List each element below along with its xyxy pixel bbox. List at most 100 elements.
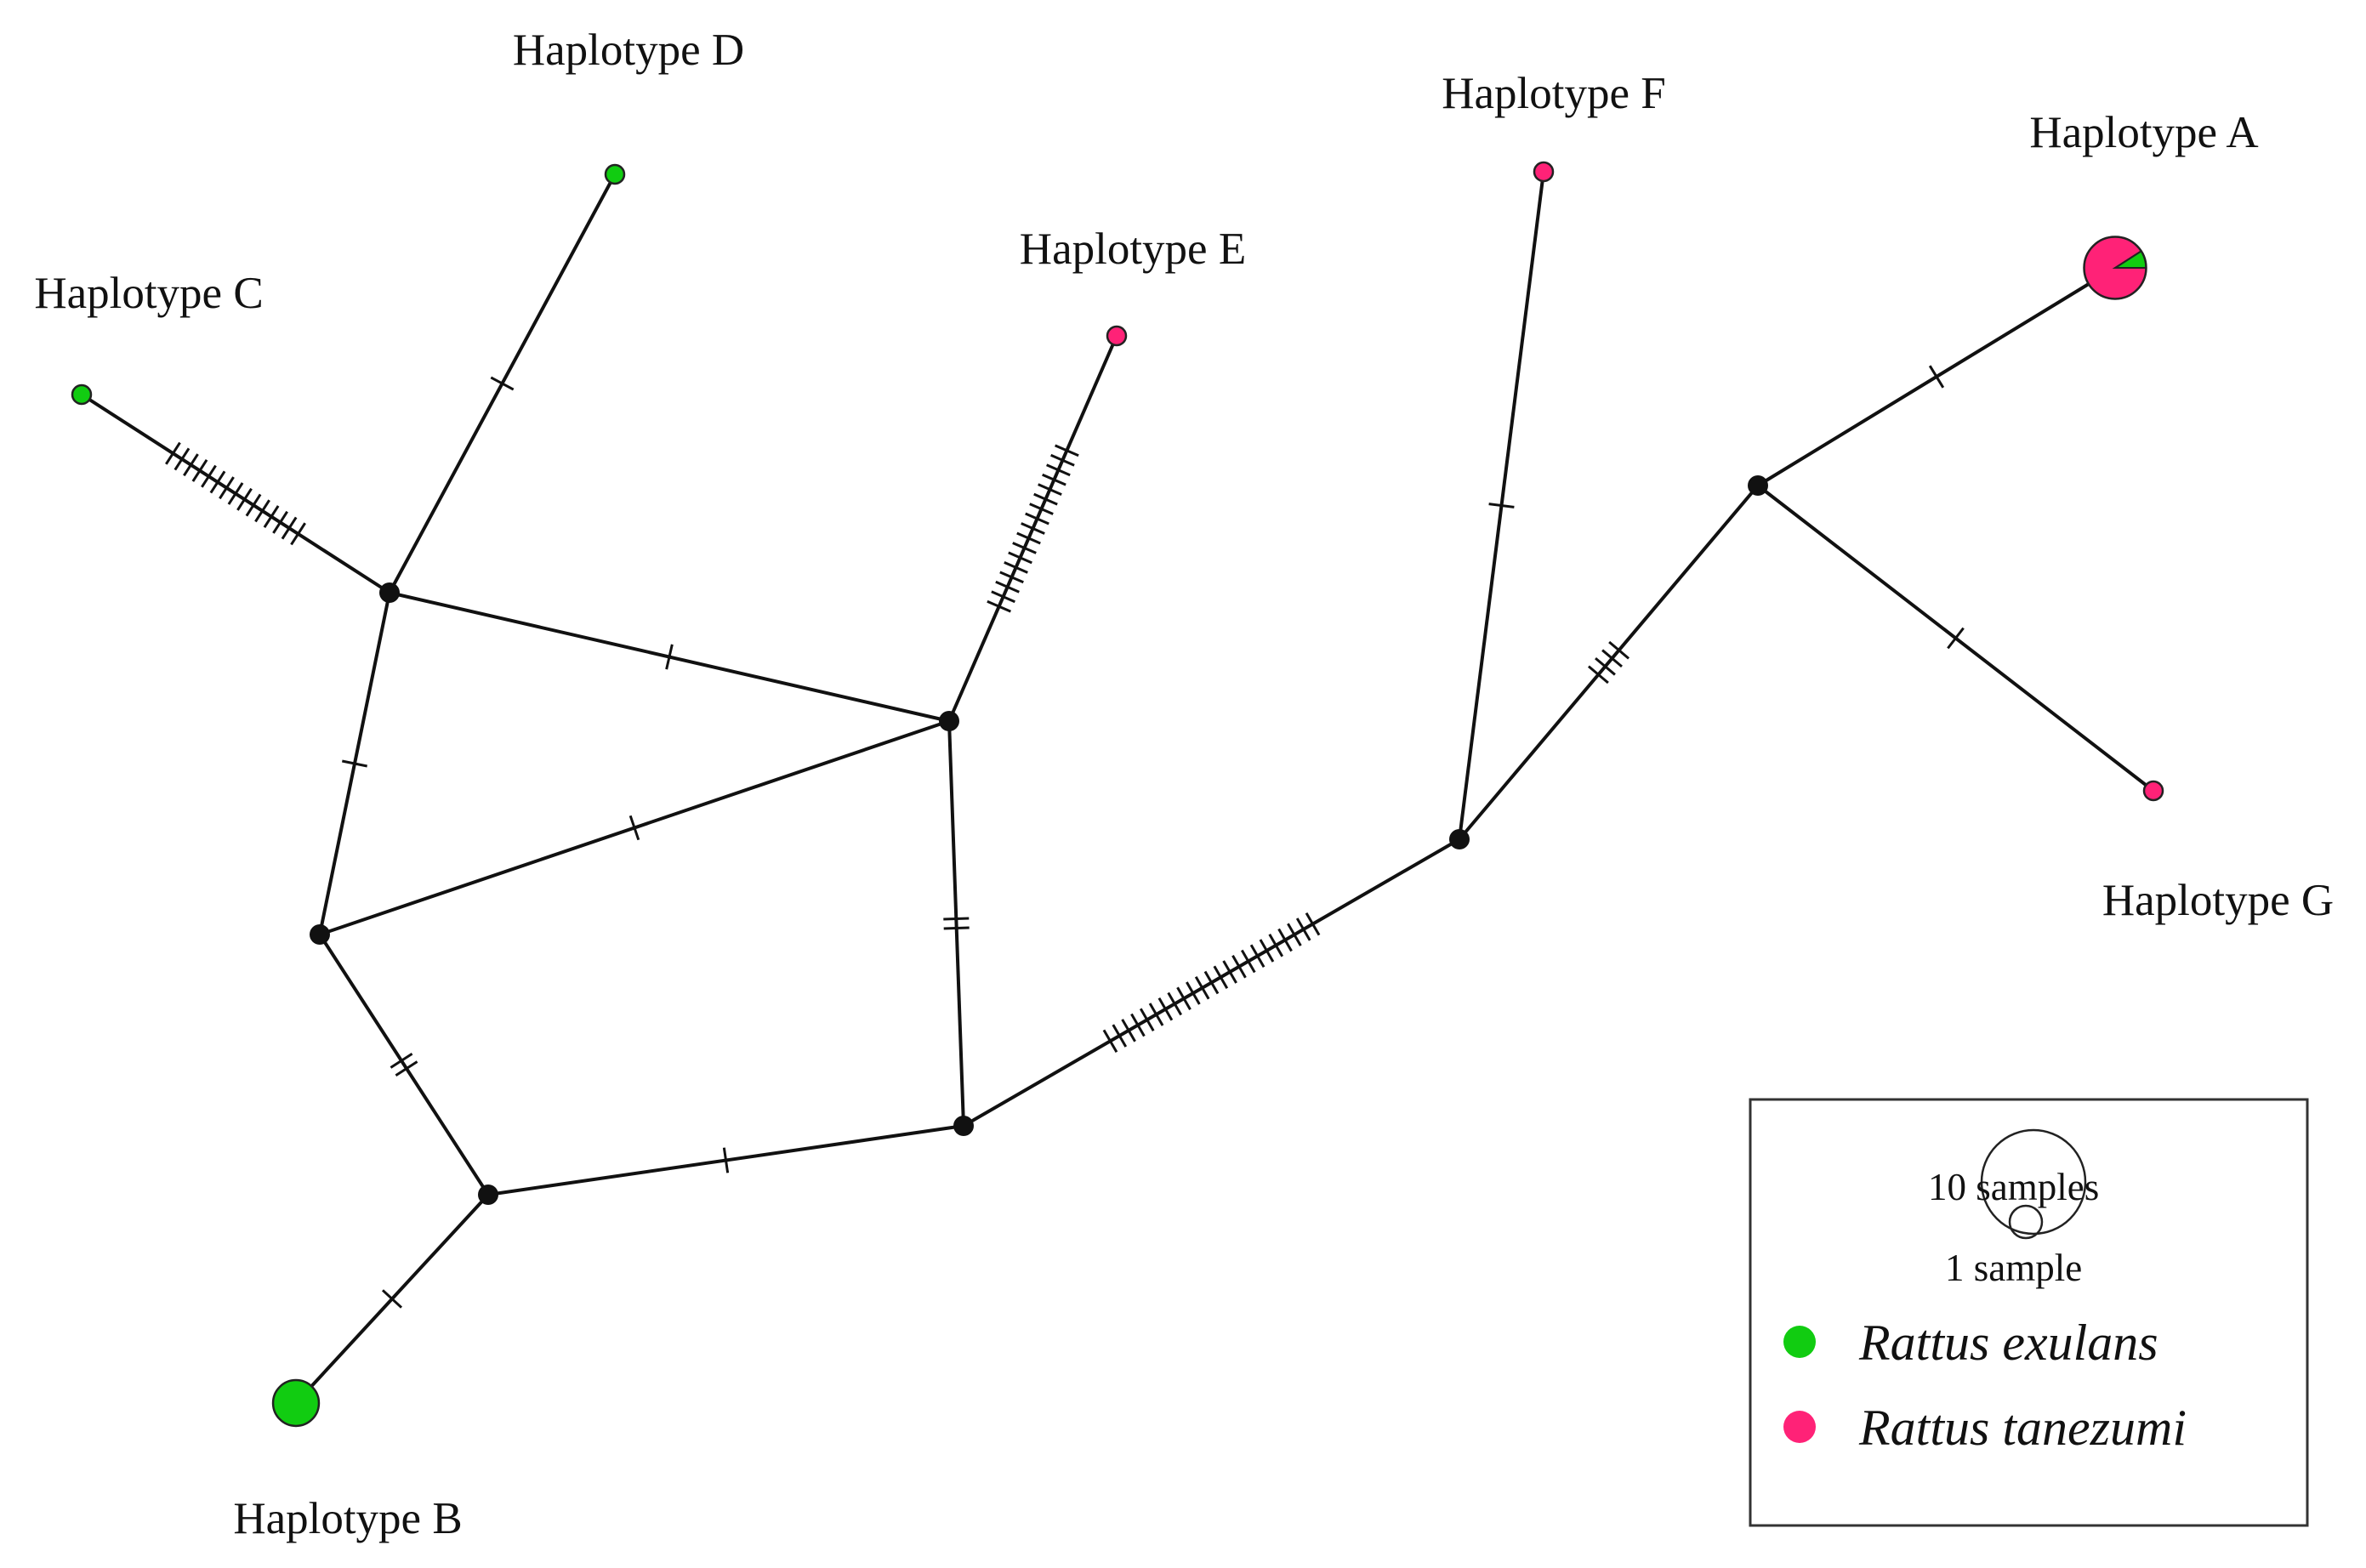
mutation-tick	[381, 1289, 403, 1309]
mutation-tick	[1194, 976, 1210, 1000]
mutation-tick	[1268, 933, 1284, 957]
edge-m3-m4	[318, 933, 490, 1196]
legend-size-large-label: 10 samples	[1928, 1166, 2099, 1208]
mutation-tick	[722, 1147, 730, 1173]
legend-size-small-circle	[2008, 1204, 2044, 1240]
legend-box	[1749, 1098, 2309, 1527]
mutation-tick	[987, 599, 1011, 613]
legend-tanezumi-swatch	[1783, 1411, 1816, 1443]
edge-m6-m7	[1458, 484, 1760, 841]
pie-outline	[2083, 236, 2147, 300]
median-vector-node	[939, 711, 959, 731]
mutation-tick	[245, 493, 262, 517]
mutation-tick	[943, 917, 970, 921]
mutation-tick	[1139, 1008, 1155, 1032]
mutation-tick	[254, 499, 270, 523]
edge-m2-m5	[947, 720, 965, 1127]
mutation-tick	[165, 441, 181, 465]
mutation-tick	[1240, 949, 1256, 974]
mutation-tick	[1112, 1024, 1128, 1048]
mutation-tick	[999, 571, 1024, 584]
legend-size-small-label: 1 sample	[1945, 1247, 2082, 1289]
mutation-tick	[1587, 665, 1609, 685]
mutation-tick	[1148, 1003, 1164, 1026]
mutation-tick	[1608, 640, 1630, 660]
haplotype-f-node	[1533, 161, 1555, 183]
mutation-tick	[1947, 627, 1965, 650]
mutation-tick	[1038, 483, 1062, 497]
haplotype-b-node	[271, 1378, 321, 1428]
haplotype-e-node	[1106, 325, 1128, 347]
mutation-tick	[628, 815, 640, 841]
mutation-tick	[1213, 965, 1229, 989]
haplotype-a-node	[2083, 236, 2147, 300]
mutation-tick	[1203, 970, 1220, 995]
mutation-tick	[219, 476, 235, 500]
mutation-tick	[1021, 522, 1045, 535]
median-vector-node	[310, 924, 330, 945]
mutation-tick	[490, 376, 515, 391]
mutation-tick	[183, 453, 199, 477]
mutation-ticks	[165, 365, 1965, 1309]
median-vector-node	[953, 1116, 974, 1136]
mutation-tick	[1186, 981, 1201, 1005]
legend-size-large-circle	[1980, 1128, 2087, 1236]
mutation-tick	[173, 447, 191, 471]
mutation-tick	[395, 1060, 418, 1077]
mutation-tick	[1305, 912, 1321, 936]
mutation-tick	[1029, 503, 1054, 515]
haplotype-c-label: Haplotype C	[34, 269, 263, 318]
haplotype-e-label: Haplotype E	[1020, 224, 1246, 274]
mutation-tick	[665, 644, 674, 670]
mutation-tick	[1046, 463, 1071, 477]
legend-exulans-swatch	[1783, 1326, 1816, 1358]
mutation-tick	[1167, 991, 1183, 1016]
mutation-tick	[1012, 542, 1037, 554]
haplotype-c-node	[71, 383, 93, 406]
mutation-tick	[1295, 918, 1311, 941]
haplotype-b-label: Haplotype B	[233, 1494, 462, 1543]
haplotype-d-node	[604, 163, 626, 185]
mutation-tick	[1231, 954, 1247, 979]
haplotype-d-label: Haplotype D	[513, 26, 744, 75]
mutation-tick	[1595, 656, 1616, 676]
haplotype-labels: Haplotype A Haplotype B Haplotype C Haploty…	[34, 26, 2334, 1543]
mutation-tick	[1277, 928, 1293, 952]
haplotype-f-label: Haplotype F	[1442, 69, 1666, 118]
mutation-tick	[1050, 453, 1075, 467]
mutation-tick	[263, 505, 280, 528]
mutation-tick	[1601, 649, 1623, 668]
haplotype-a-label: Haplotype A	[2029, 108, 2258, 157]
mutation-tick	[1287, 923, 1302, 946]
haplotype-g-label: Haplotype G	[2102, 876, 2334, 925]
median-vector-node	[478, 1185, 498, 1205]
mutation-tick	[191, 459, 208, 482]
mutation-tick	[1928, 365, 1945, 389]
mutation-tick	[1004, 560, 1028, 574]
mutation-tick	[390, 1052, 413, 1069]
mutation-tick	[995, 580, 1020, 594]
mutation-tick	[1259, 939, 1275, 963]
mutation-tick	[1102, 1029, 1118, 1054]
mutation-tick	[1130, 1013, 1146, 1037]
legend-tanezumi-label: Rattus tanezumi	[1858, 1400, 2187, 1456]
mutation-tick	[943, 926, 970, 930]
mutation-tick	[1121, 1019, 1136, 1042]
mutation-tick	[1016, 531, 1041, 545]
mutation-tick	[1008, 551, 1032, 565]
mutation-tick	[1249, 944, 1265, 968]
mutation-tick	[209, 470, 226, 494]
median-vector-node	[1449, 829, 1470, 849]
mutation-tick	[1042, 473, 1066, 486]
mutation-tick	[1157, 997, 1174, 1021]
mutation-tick	[342, 759, 367, 768]
legend: 10 samples 1 sample Rattus exulans Rattu…	[1749, 1098, 2309, 1527]
mutation-tick	[1488, 503, 1515, 508]
mutation-tick	[201, 464, 217, 488]
haplotype-nodes	[71, 161, 2164, 1428]
median-vector-node	[1748, 475, 1768, 496]
mutation-tick	[1222, 960, 1237, 984]
mutation-tick	[227, 482, 244, 505]
mutation-tick	[236, 487, 253, 511]
